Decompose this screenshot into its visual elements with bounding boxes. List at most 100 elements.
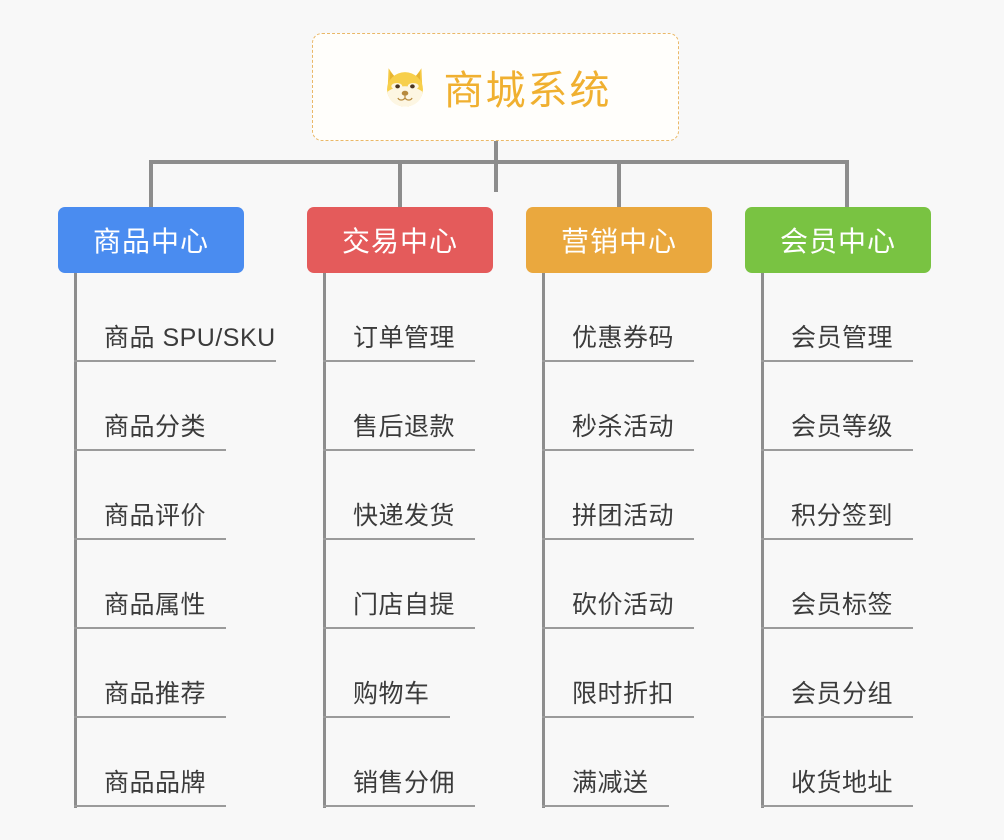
- leaf-label: 售后退款: [353, 413, 456, 441]
- leaf-list-marketing-center: 优惠券码 秒杀活动 拼团活动 砍价活动 限时折扣: [526, 273, 712, 807]
- leaf-item[interactable]: 砍价活动: [526, 540, 712, 629]
- leaf-item[interactable]: 快递发货: [307, 451, 493, 540]
- leaf-label: 会员分组: [791, 680, 894, 708]
- root-node[interactable]: 商城系统: [312, 33, 679, 141]
- leaf-label: 会员标签: [791, 591, 894, 619]
- leaf-label: 拼团活动: [572, 502, 675, 530]
- leaf-label: 门店自提: [353, 591, 456, 619]
- leaf-underline: [542, 716, 694, 718]
- leaf-spine: [761, 273, 764, 808]
- category-body-member-center: 会员管理 会员等级 积分签到 会员标签 会员分组: [745, 273, 931, 808]
- leaf-underline: [542, 627, 694, 629]
- leaf-list-member-center: 会员管理 会员等级 积分签到 会员标签 会员分组: [745, 273, 931, 807]
- leaf-item[interactable]: 门店自提: [307, 540, 493, 629]
- leaf-item[interactable]: 订单管理: [307, 273, 493, 362]
- leaf-underline: [542, 449, 694, 451]
- leaf-item[interactable]: 售后退款: [307, 362, 493, 451]
- leaf-underline: [323, 538, 475, 540]
- leaf-item[interactable]: 收货地址: [745, 718, 931, 807]
- leaf-underline: [323, 716, 450, 718]
- leaf-item[interactable]: 销售分佣: [307, 718, 493, 807]
- category-column-marketing-center: 营销中心 优惠券码 秒杀活动 拼团活动 砍价活动: [526, 207, 712, 808]
- leaf-label: 商品品牌: [104, 769, 207, 797]
- leaf-label: 销售分佣: [353, 769, 456, 797]
- leaf-item[interactable]: 积分签到: [745, 451, 931, 540]
- leaf-underline: [74, 360, 276, 362]
- leaf-underline: [542, 360, 694, 362]
- leaf-underline: [74, 538, 226, 540]
- connector-drop-product-center: [149, 160, 153, 207]
- leaf-item[interactable]: 满减送: [526, 718, 712, 807]
- connector-root-stem: [494, 141, 498, 192]
- leaf-spine: [323, 273, 326, 808]
- leaf-label: 满减送: [572, 769, 649, 797]
- leaf-label: 积分签到: [791, 502, 894, 530]
- leaf-underline: [74, 805, 226, 807]
- leaf-underline: [761, 805, 913, 807]
- category-header-trade-center[interactable]: 交易中心: [307, 207, 493, 273]
- leaf-spine: [542, 273, 545, 808]
- leaf-item[interactable]: 会员等级: [745, 362, 931, 451]
- leaf-item[interactable]: 商品分类: [58, 362, 244, 451]
- connector-horizontal-bus: [149, 160, 849, 164]
- leaf-underline: [761, 449, 913, 451]
- leaf-underline: [323, 360, 475, 362]
- leaf-item[interactable]: 拼团活动: [526, 451, 712, 540]
- category-column-trade-center: 交易中心 订单管理 售后退款 快递发货 门店自提: [307, 207, 493, 808]
- leaf-underline: [323, 805, 475, 807]
- leaf-item[interactable]: 会员分组: [745, 629, 931, 718]
- category-body-trade-center: 订单管理 售后退款 快递发货 门店自提 购物车: [307, 273, 493, 808]
- leaf-item[interactable]: 秒杀活动: [526, 362, 712, 451]
- leaf-item[interactable]: 商品评价: [58, 451, 244, 540]
- leaf-underline: [74, 716, 226, 718]
- root-title: 商城系统: [443, 69, 612, 113]
- leaf-label: 优惠券码: [572, 324, 675, 352]
- leaf-underline: [74, 449, 226, 451]
- leaf-item[interactable]: 商品属性: [58, 540, 244, 629]
- leaf-label: 限时折扣: [572, 680, 675, 708]
- category-header-label: 交易中心: [341, 226, 458, 257]
- leaf-item[interactable]: 商品推荐: [58, 629, 244, 718]
- leaf-list-product-center: 商品 SPU/SKU 商品分类 商品评价 商品属性 商品推荐: [58, 273, 276, 807]
- leaf-label: 秒杀活动: [572, 413, 675, 441]
- leaf-label: 订单管理: [353, 324, 456, 352]
- leaf-item[interactable]: 商品 SPU/SKU: [58, 273, 276, 362]
- leaf-label: 砍价活动: [572, 591, 675, 619]
- category-header-member-center[interactable]: 会员中心: [745, 207, 931, 273]
- leaf-underline: [323, 449, 475, 451]
- leaf-underline: [323, 627, 475, 629]
- leaf-underline: [542, 805, 669, 807]
- leaf-item[interactable]: 优惠券码: [526, 273, 712, 362]
- category-column-product-center: 商品中心 商品 SPU/SKU 商品分类 商品评价 商品属性: [58, 207, 276, 808]
- leaf-item[interactable]: 购物车: [307, 629, 493, 718]
- leaf-label: 商品推荐: [104, 680, 207, 708]
- leaf-item[interactable]: 限时折扣: [526, 629, 712, 718]
- leaf-underline: [761, 360, 913, 362]
- connector-drop-marketing-center: [617, 160, 621, 207]
- leaf-underline: [542, 538, 694, 540]
- leaf-underline: [761, 538, 913, 540]
- category-header-marketing-center[interactable]: 营销中心: [526, 207, 712, 273]
- category-header-label: 会员中心: [779, 226, 896, 257]
- category-column-member-center: 会员中心 会员管理 会员等级 积分签到 会员标签: [745, 207, 931, 808]
- leaf-item[interactable]: 会员管理: [745, 273, 931, 362]
- leaf-item[interactable]: 会员标签: [745, 540, 931, 629]
- leaf-label: 商品 SPU/SKU: [104, 324, 276, 352]
- leaf-list-trade-center: 订单管理 售后退款 快递发货 门店自提 购物车: [307, 273, 493, 807]
- leaf-underline: [74, 627, 226, 629]
- category-body-product-center: 商品 SPU/SKU 商品分类 商品评价 商品属性 商品推荐: [58, 273, 276, 808]
- leaf-label: 购物车: [353, 680, 430, 708]
- leaf-label: 商品属性: [104, 591, 207, 619]
- category-body-marketing-center: 优惠券码 秒杀活动 拼团活动 砍价活动 限时折扣: [526, 273, 712, 808]
- leaf-label: 商品分类: [104, 413, 207, 441]
- leaf-spine: [74, 273, 77, 808]
- leaf-item[interactable]: 商品品牌: [58, 718, 244, 807]
- leaf-label: 会员管理: [791, 324, 894, 352]
- category-header-product-center[interactable]: 商品中心: [58, 207, 244, 273]
- leaf-label: 商品评价: [104, 502, 207, 530]
- leaf-label: 收货地址: [791, 769, 894, 797]
- connector-drop-trade-center: [398, 160, 402, 207]
- category-header-label: 商品中心: [92, 226, 209, 257]
- leaf-underline: [761, 716, 913, 718]
